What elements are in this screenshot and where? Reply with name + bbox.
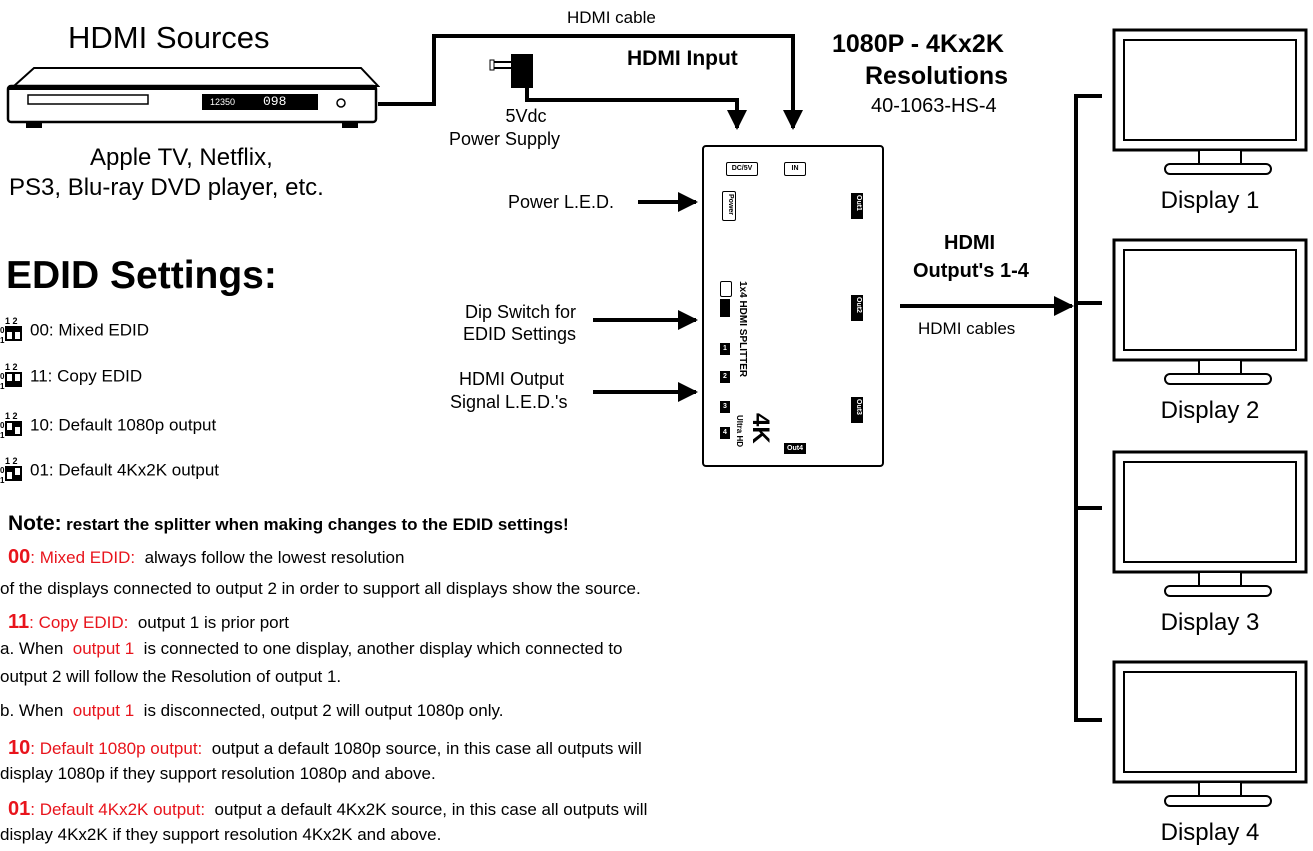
device-4k-logo: 4K — [747, 413, 774, 444]
display-3-label: Display 3 — [1160, 609, 1260, 636]
device-in-indicator — [720, 281, 732, 297]
hdmi-splitter-device: DC/5V IN Power Out1 Out2 Out3 Out4 1 2 3… — [702, 145, 884, 467]
monitor-icon — [1112, 660, 1308, 807]
sources-title: HDMI Sources — [68, 20, 270, 55]
signal-callout-line1: HDMI Output — [459, 369, 565, 389]
display-3: Display 3 — [1112, 450, 1308, 637]
note-label: Note: — [8, 512, 62, 535]
note-10: 10: Default 1080p output: output a defau… — [8, 737, 642, 759]
signal-led-4: 4 — [720, 427, 730, 439]
device-ultra-hd: Ultra HD — [735, 415, 744, 448]
monitor-icon — [1112, 238, 1308, 385]
display-4: Display 4 — [1112, 660, 1308, 847]
note-00: 00: Mixed EDID: always follow the lowest… — [8, 546, 405, 568]
note-01: 01: Default 4Kx2K output: output a defau… — [8, 798, 648, 820]
signal-callout-line2: Signal L.E.D.'s — [450, 392, 568, 412]
display-2: Display 2 — [1112, 238, 1308, 425]
hdmi-cable-label: HDMI cable — [567, 8, 656, 27]
edid-title: EDID Settings: — [6, 254, 277, 297]
monitor-icon — [1112, 28, 1308, 175]
display-2-label: Display 2 — [1160, 397, 1260, 424]
note-10-line2: display 1080p if they support resolution… — [0, 764, 436, 783]
note-11: 11: Copy EDID: output 1 is prior port — [8, 611, 290, 633]
hdmi-in-port: IN — [784, 162, 806, 176]
display-1: Display 1 — [1112, 28, 1308, 215]
signal-led-1: 1 — [720, 343, 730, 355]
sources-examples-line2: PS3, Blu-ray DVD player, etc. — [9, 174, 324, 201]
note-00-line2: of the displays connected to output 2 in… — [0, 579, 641, 598]
signal-led-2: 2 — [720, 371, 730, 383]
power-adapter — [511, 54, 533, 88]
device-name: 1x4 HDMI SPLITTER — [737, 281, 748, 378]
monitor-icon — [1112, 450, 1308, 597]
hdmi-input-label: HDMI Input — [627, 47, 738, 70]
dc-port: DC/5V — [726, 162, 758, 176]
player-display-text: 12350 — [210, 97, 236, 107]
power-cable — [525, 88, 747, 130]
note-text: restart the splitter when making changes… — [66, 515, 569, 534]
power-supply-line1: 5Vdc — [505, 106, 547, 126]
out2-port: Out2 — [851, 295, 863, 321]
resolutions-line2: Resolutions — [865, 62, 1009, 90]
sources-examples-line1: Apple TV, Netflix, — [90, 144, 273, 171]
note-heading: Note: restart the splitter when making c… — [8, 512, 569, 536]
resolutions-line1: 1080P - 4Kx2K — [832, 30, 1004, 58]
note-01-line2: display 4Kx2K if they support resolution… — [0, 825, 442, 844]
note-11-b: b. When output 1 is disconnected, output… — [0, 701, 504, 720]
model-number: 40-1063-HS-4 — [871, 95, 997, 117]
player-track-text: 098 — [263, 94, 287, 109]
note-11-a-line2: output 2 will follow the Resolution of o… — [0, 667, 342, 686]
display-4-label: Display 4 — [1160, 819, 1260, 846]
hdmi-input-cable — [378, 34, 803, 130]
outputs-cables-label: HDMI cables — [918, 319, 1016, 338]
note-11-a: a. When output 1 is connected to one dis… — [0, 639, 623, 658]
out3-port: Out3 — [851, 397, 863, 423]
blu-ray-player-icon — [6, 67, 380, 128]
signal-led-3: 3 — [720, 401, 730, 413]
out4-port: Out4 — [784, 443, 806, 454]
outputs-label-line1: HDMI — [944, 232, 996, 254]
power-supply-line2: Power Supply — [449, 129, 561, 149]
power-led: Power — [722, 191, 736, 221]
power-led-callout: Power L.E.D. — [508, 192, 615, 212]
display-1-label: Display 1 — [1160, 187, 1260, 214]
outputs-label-line2: Output's 1-4 — [913, 260, 1029, 282]
device-dip-switch — [720, 299, 730, 317]
out1-port: Out1 — [851, 193, 863, 219]
dip-callout-line1: Dip Switch for — [465, 302, 577, 322]
dip-callout-line2: EDID Settings — [463, 324, 577, 344]
